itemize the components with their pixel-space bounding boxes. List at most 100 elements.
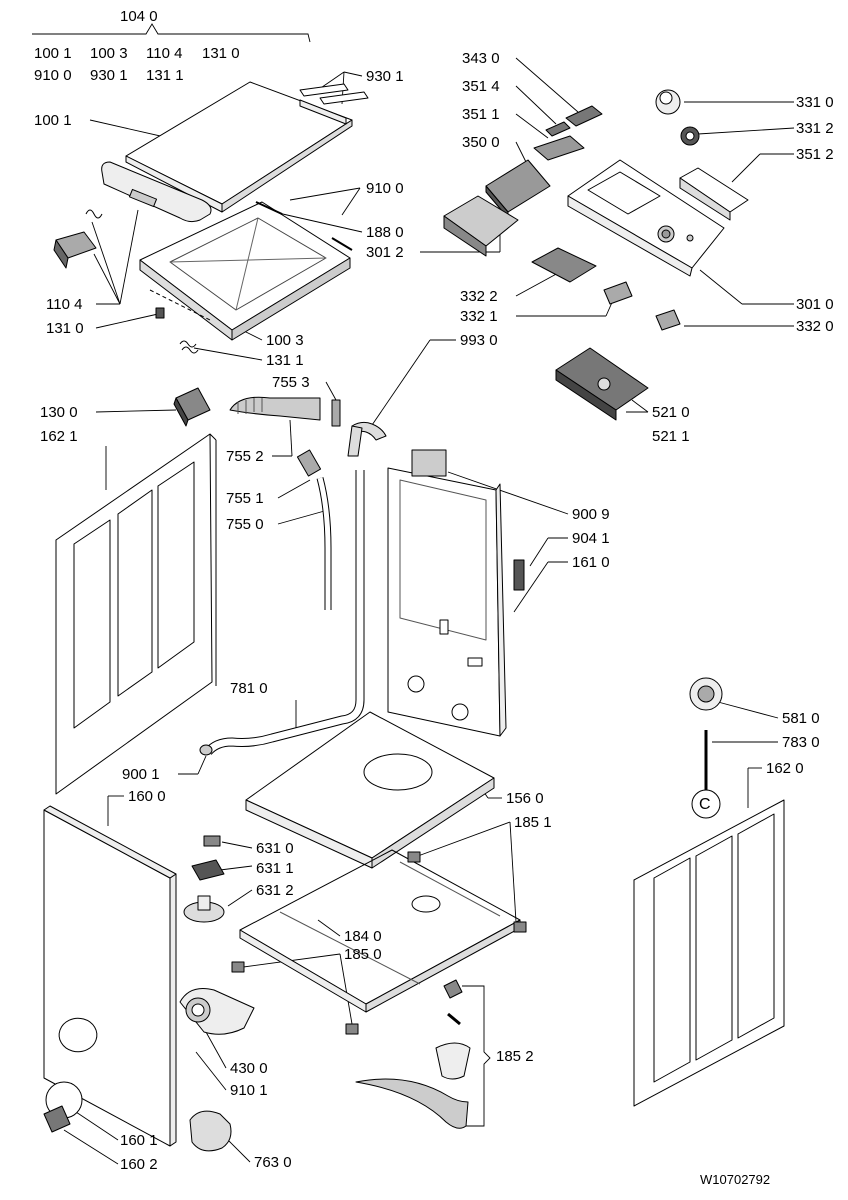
callout-130-0: 130 0 [40, 404, 78, 421]
callout-755-1: 755 1 [226, 490, 264, 507]
kit-item-131-1: 131 1 [146, 67, 184, 84]
callout-301-2: 301 2 [366, 244, 404, 261]
callout-185-0: 185 0 [344, 946, 382, 963]
callout-160-1: 160 1 [120, 1132, 158, 1149]
part-904-1-clip [513, 559, 525, 591]
callout-301-0: 301 0 [796, 296, 834, 313]
part-781-0-drain-hose [204, 470, 365, 756]
part-631-1 [191, 859, 225, 881]
callout-521-0: 521 0 [652, 404, 690, 421]
part-332-2-keypad [531, 247, 597, 283]
c-mark-letter: C [699, 796, 711, 813]
callout-631-2: 631 2 [256, 882, 294, 899]
callout-430-0: 430 0 [230, 1060, 268, 1077]
part-131-1-spring [179, 340, 199, 354]
part-301-2-console-housing [443, 195, 519, 257]
callout-184-0: 184 0 [344, 928, 382, 945]
kit-item-930-1: 930 1 [90, 67, 128, 84]
part-350-0-control-board [485, 159, 551, 219]
callout-100-3: 100 3 [266, 332, 304, 349]
callout-343-0: 343 0 [462, 50, 500, 67]
callout-332-1: 332 1 [460, 308, 498, 325]
document-number: W10702792 [700, 1172, 771, 1187]
callout-185-2: 185 2 [496, 1048, 534, 1065]
part-631-2 [183, 895, 225, 923]
part-301-0-control-panel [567, 159, 725, 277]
c-mark [691, 789, 721, 819]
callout-755-0: 755 0 [226, 516, 264, 533]
callout-188-0: 188 0 [366, 224, 404, 241]
part-755-2-hose [229, 396, 321, 421]
part-521-0-module [555, 347, 649, 421]
part-755-1-valve [296, 449, 322, 477]
callout-351-2: 351 2 [796, 146, 834, 163]
part-351-1-board [533, 135, 585, 161]
callout-160-2: 160 2 [120, 1156, 158, 1173]
callout-581-0: 581 0 [782, 710, 820, 727]
part-188-0-rods [255, 201, 353, 251]
callout-910-1: 910 1 [230, 1082, 268, 1099]
part-343-0-board [565, 105, 603, 127]
kit-item-100-3: 100 3 [90, 45, 128, 62]
part-430-0-drain-pump [179, 988, 255, 1035]
part-331-0-knob [655, 89, 681, 115]
part-581-0-pressure-switch [689, 677, 723, 711]
callout-156-0: 156 0 [506, 790, 544, 807]
callout-763-0: 763 0 [254, 1154, 292, 1171]
part-130-0-door-lock [173, 387, 211, 427]
part-161-0-rear-panel [387, 449, 507, 737]
part-331-2-ring [680, 126, 700, 146]
part-930-1-strips [299, 83, 369, 105]
part-100-3-top-frame [139, 201, 351, 341]
kit-item-910-0: 910 0 [34, 67, 72, 84]
callout-900-1: 900 1 [122, 766, 160, 783]
callout-910-0: 910 0 [366, 180, 404, 197]
part-110-4-lever [53, 231, 97, 269]
leader-lines [32, 23, 795, 1165]
callout-162-1: 162 1 [40, 428, 78, 445]
part-763-0-filter [189, 1110, 232, 1152]
kit-item-131-0: 131 0 [202, 45, 240, 62]
callout-930-1: 930 1 [366, 68, 404, 85]
part-185-feet [231, 851, 527, 1035]
callout-161-0: 161 0 [572, 554, 610, 571]
part-332-0-clip [655, 309, 681, 331]
callout-110-4: 110 4 [46, 296, 83, 313]
part-110-4-front-trim [101, 161, 212, 223]
callout-631-1: 631 1 [256, 860, 294, 877]
part-993-0-elbow [347, 421, 387, 457]
kit-item-110-4: 110 4 [146, 45, 183, 62]
part-900-1-plug [199, 744, 213, 756]
callout-755-3: 755 3 [272, 374, 310, 391]
callout-332-0: 332 0 [796, 318, 834, 335]
part-351-4-board [545, 121, 571, 137]
callout-351-4: 351 4 [462, 78, 500, 95]
kit-item-100-1: 100 1 [34, 45, 72, 62]
callout-131-1: 131 1 [266, 352, 304, 369]
part-755-0-inlet-hose [316, 477, 332, 610]
part-spring [85, 209, 103, 219]
part-162-1-side-panel-left [55, 433, 217, 795]
callout-100-1: 100 1 [34, 112, 72, 129]
callout-131-0: 131 0 [46, 320, 84, 337]
callout-350-0: 350 0 [462, 134, 500, 151]
callout-900-9: 900 9 [572, 506, 610, 523]
callout-160-0: 160 0 [128, 788, 166, 805]
callout-993-0: 993 0 [460, 332, 498, 349]
part-185-2-kit [355, 979, 471, 1129]
callout-331-0: 331 0 [796, 94, 834, 111]
part-162-0-side-panel-right [633, 799, 785, 1107]
callout-755-2: 755 2 [226, 448, 264, 465]
part-332-1-clip [603, 281, 633, 305]
callout-332-2: 332 2 [460, 288, 498, 305]
part-160-2-hinge [43, 1105, 71, 1133]
part-131-0-screw [155, 307, 165, 319]
callout-781-0: 781 0 [230, 680, 268, 697]
callout-162-0: 162 0 [766, 760, 804, 777]
part-631-0 [203, 835, 221, 847]
part-160-0-front-panel [43, 805, 177, 1147]
part-351-2-bracket [679, 167, 749, 221]
callout-521-1: 521 1 [652, 428, 690, 445]
part-755-3-clip [331, 399, 341, 427]
